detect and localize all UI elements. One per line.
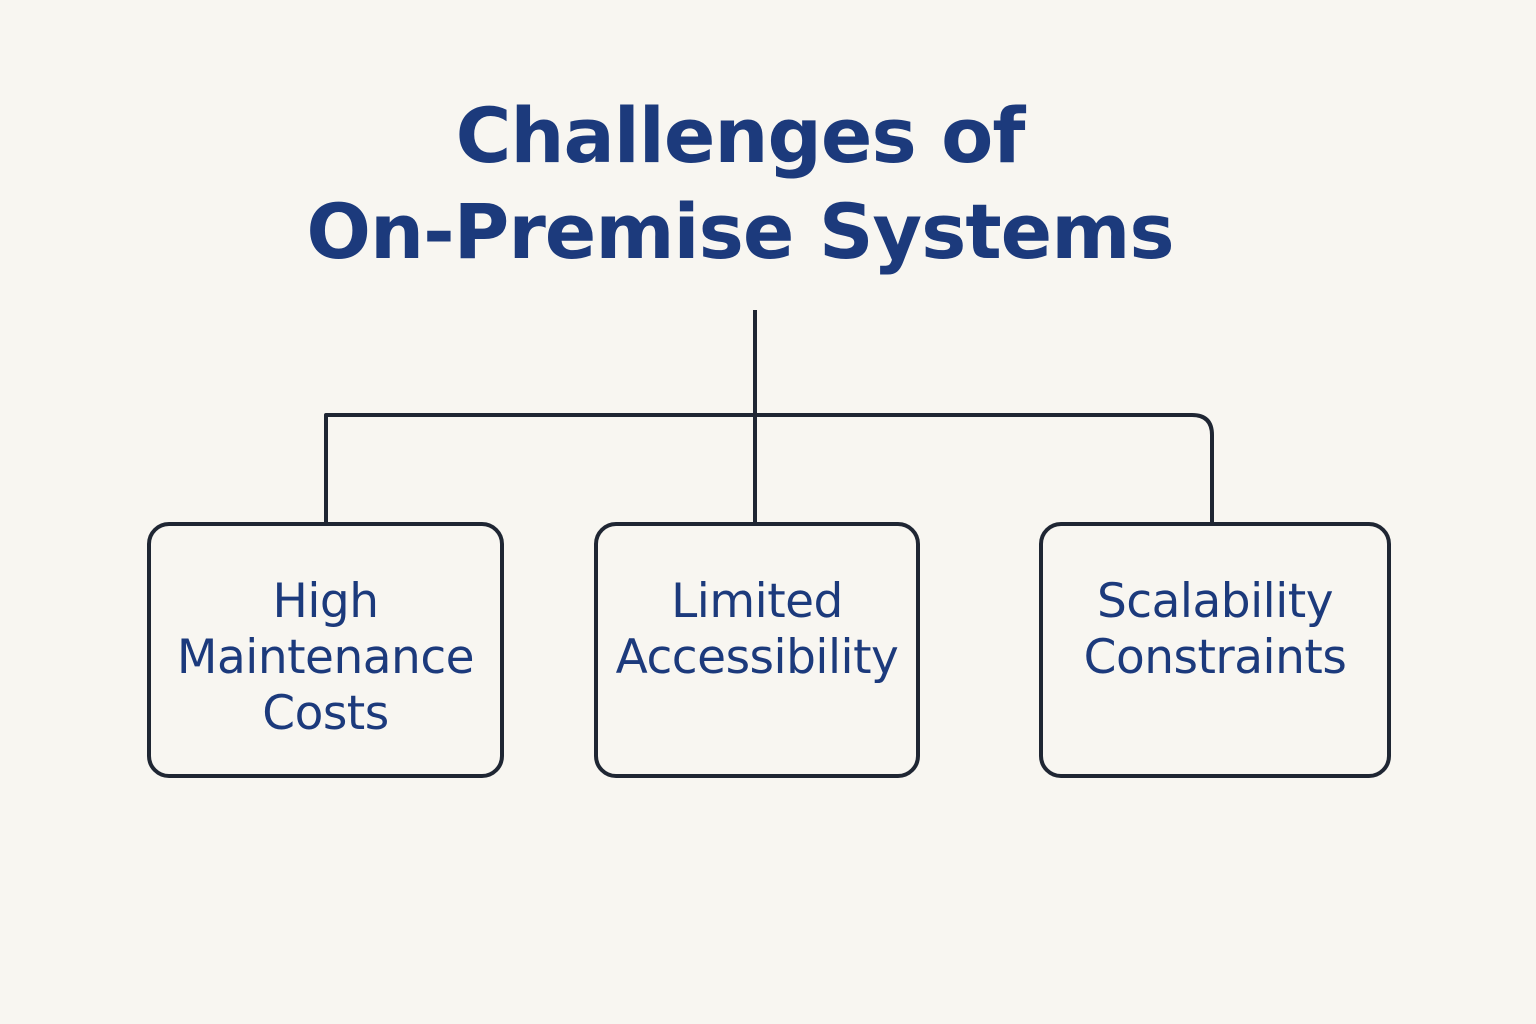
box-label-line: Costs [262,686,389,741]
diagram-title: Challenges of On-Premise Systems [0,88,1480,280]
title-line-2: On-Premise Systems [306,187,1174,276]
challenge-box-high-maintenance-costs: High Maintenance Costs [147,522,504,778]
branch-line-right [755,413,1214,522]
challenge-box-scalability-constraints: Scalability Constraints [1039,522,1391,778]
box-label-line: Accessibility [615,630,899,685]
box-label-line: Limited [671,574,843,629]
box-label-line: Scalability [1096,574,1334,629]
box-label-line: Constraints [1083,630,1347,685]
box-label-line: High [272,574,379,629]
title-line-1: Challenges of [455,91,1026,180]
box-label-line: Maintenance [176,630,475,685]
branch-line-left [324,413,755,522]
challenge-box-limited-accessibility: Limited Accessibility [594,522,920,778]
